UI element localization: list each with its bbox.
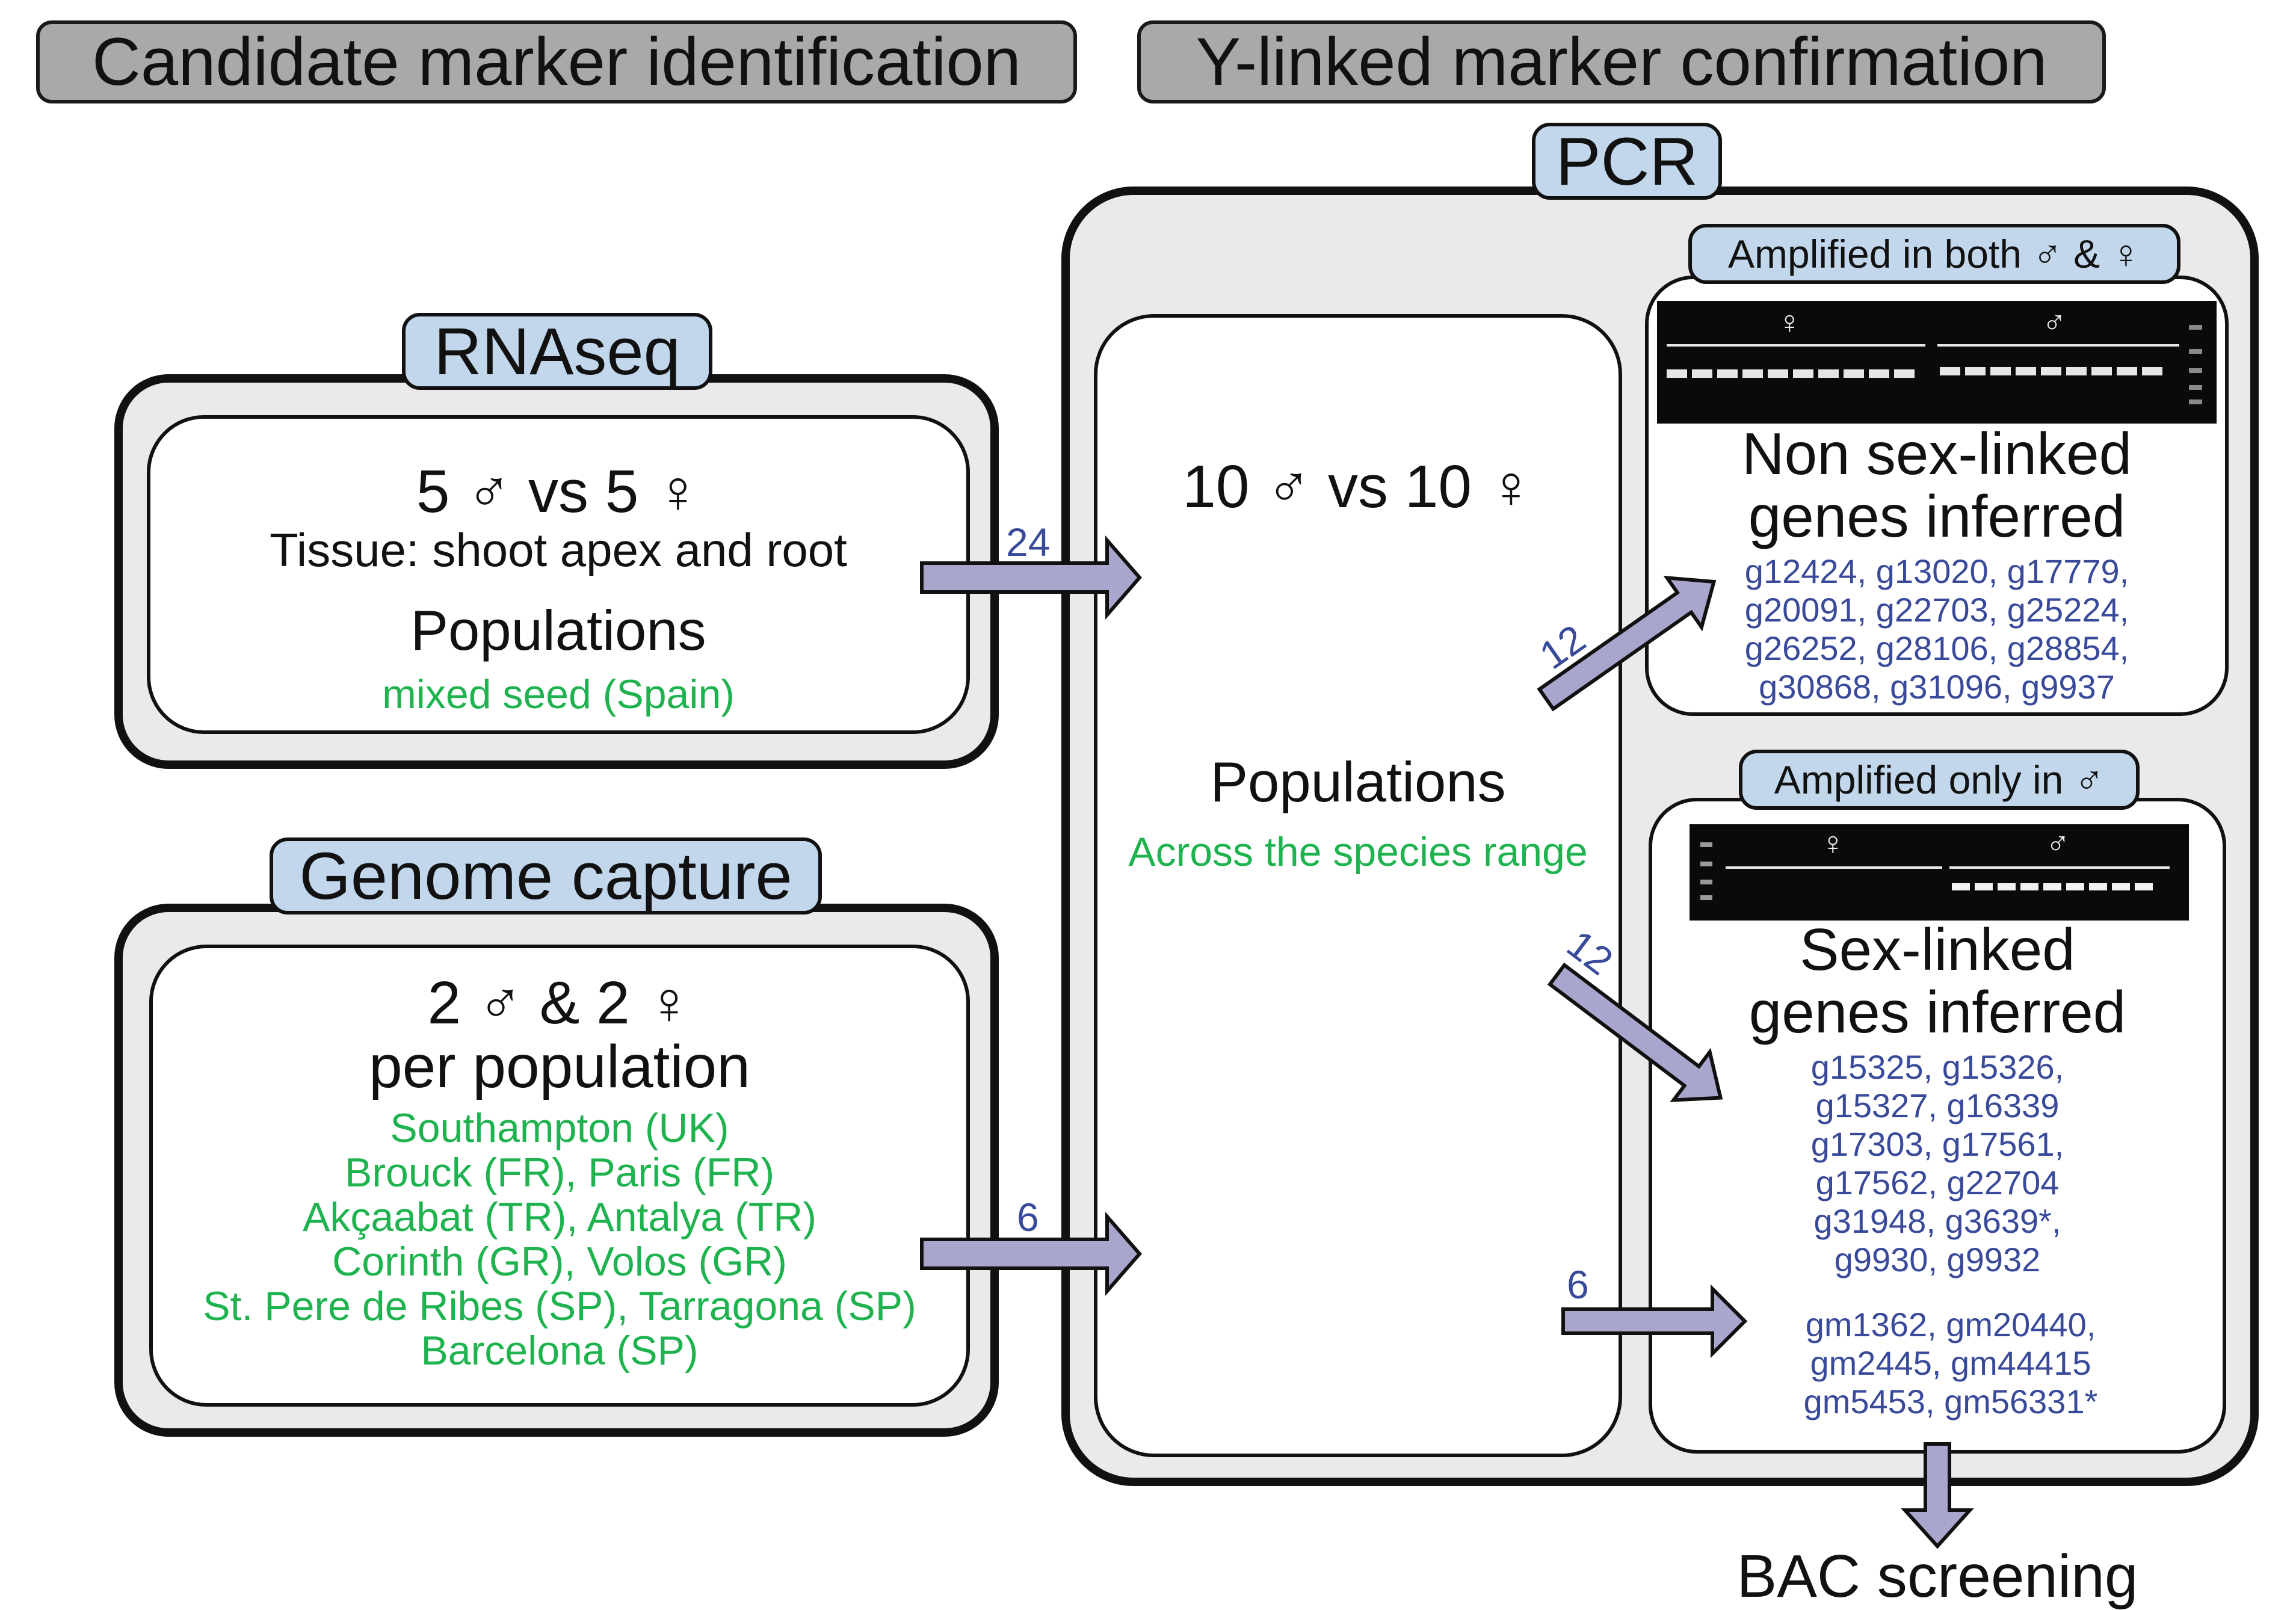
header-candidate-marker-identification: Candidate marker identification xyxy=(36,20,1077,103)
pcr-tab: PCR xyxy=(1532,123,1722,200)
gel-image-both: ♀ ♂ xyxy=(1657,301,2217,424)
genome-capture-populations: Southampton (UK) Brouck (FR), Paris (FR)… xyxy=(149,1106,970,1373)
population-item: Barcelona (SP) xyxy=(421,1328,699,1374)
rnaseq-population: mixed seed (Spain) xyxy=(382,671,735,717)
pcr-populations-box xyxy=(1094,314,1622,1457)
genome-capture-tab: Genome capture xyxy=(270,837,822,914)
arrow-label-gm: 6 xyxy=(1567,1262,1589,1307)
arrow-label-rnaseq: 24 xyxy=(1006,520,1051,564)
gel-bands-both xyxy=(1667,325,2202,404)
non-sex-linked-title: Non sex-linked genes inferred xyxy=(1741,421,2132,549)
genome-capture-per-population: per population xyxy=(369,1033,750,1100)
sex-linked-title: Sex-linked genes inferred xyxy=(1748,916,2126,1045)
gene-row: g12424, g13020, g17779, xyxy=(1744,552,2129,590)
gel-male-label: ♂ xyxy=(2046,825,2070,862)
population-item: Akçaabat (TR), Antalya (TR) xyxy=(302,1194,817,1240)
non-sex-linked-gene-list: g12424, g13020, g17779, g20091, g22703, … xyxy=(1645,552,2229,706)
population-item: Southampton (UK) xyxy=(390,1105,729,1151)
pcr-counts: 10 ♂ vs 10 ♀ xyxy=(1182,453,1534,520)
population-item: St. Pere de Ribes (SP), Tarragona (SP) xyxy=(203,1283,916,1329)
rnaseq-inner-box xyxy=(147,415,970,734)
gel-female-label: ♀ xyxy=(1777,304,1802,341)
gene-row: gm2445, gm44415 xyxy=(1810,1344,2091,1382)
amplified-both-tab: Amplified in both ♂ & ♀ xyxy=(1688,224,2180,284)
pcr-population: Across the species range xyxy=(1128,829,1588,875)
gene-row: g15325, g15326, xyxy=(1810,1048,2064,1086)
gene-row: g30868, g31096, g9937 xyxy=(1759,668,2115,706)
gene-row: g26252, g28106, g28854, xyxy=(1744,629,2129,667)
genome-capture-counts: 2 ♂ & 2 ♀ xyxy=(427,969,692,1037)
gene-row: g31948, g3639*, xyxy=(1813,1202,2061,1240)
gene-row: g20091, g22703, g25224, xyxy=(1744,591,2129,629)
population-item: Corinth (GR), Volos (GR) xyxy=(332,1239,787,1285)
gene-row: g15327, g16339 xyxy=(1815,1087,2060,1124)
rnaseq-counts: 5 ♂ vs 5 ♀ xyxy=(416,458,701,525)
pcr-populations-label: Populations xyxy=(1210,750,1506,813)
gel-female-label: ♀ xyxy=(1821,825,1845,862)
gene-row: gm5453, gm56331* xyxy=(1803,1383,2098,1420)
amplified-only-male-tab: Amplified only in ♂ xyxy=(1739,750,2140,810)
gene-row: g17303, g17561, xyxy=(1810,1125,2064,1163)
header-y-linked-marker-confirmation: Y-linked marker confirmation xyxy=(1137,20,2106,103)
gel-bands-male-only xyxy=(1700,842,2170,900)
gene-row: g17562, g22704 xyxy=(1815,1164,2060,1201)
rnaseq-populations-label: Populations xyxy=(410,599,706,662)
rnaseq-tissue: Tissue: shoot apex and root xyxy=(270,523,847,576)
genome-capture-inner-box xyxy=(149,945,970,1407)
gene-row: g9930, g9932 xyxy=(1834,1241,2041,1278)
gene-row: gm1362, gm20440, xyxy=(1805,1306,2096,1343)
bac-screening-label: BAC screening xyxy=(1736,1543,2138,1610)
arrow-label-capture: 6 xyxy=(1017,1195,1039,1239)
sex-linked-gene-list: g15325, g15326, g15327, g16339 g17303, g… xyxy=(1649,1048,2226,1279)
gel-image-male-only: ♀ ♂ xyxy=(1690,824,2189,921)
gm-gene-list: gm1362, gm20440, gm2445, gm44415 gm5453,… xyxy=(1752,1306,2149,1421)
rnaseq-tab: RNAseq xyxy=(402,313,712,390)
population-item: Brouck (FR), Paris (FR) xyxy=(345,1150,774,1195)
gel-male-label: ♂ xyxy=(2042,304,2067,341)
